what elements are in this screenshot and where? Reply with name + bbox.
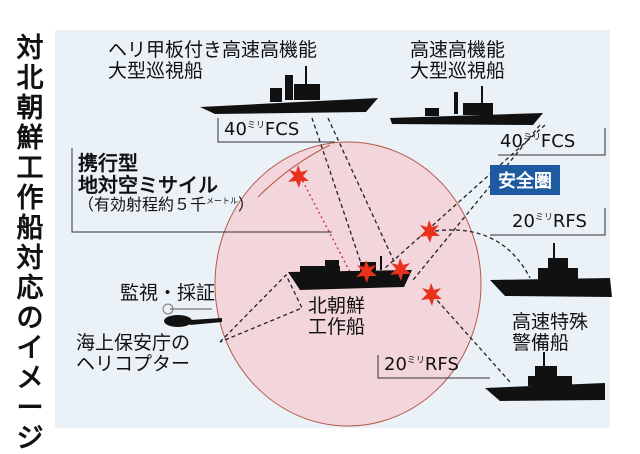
weapon-caliber: 20 <box>384 354 407 375</box>
label-line: 携行型 <box>78 151 138 175</box>
weapon-type: RFS <box>552 211 587 232</box>
title-char: 応 <box>16 273 44 304</box>
burst-icon <box>356 260 377 283</box>
weapon-label-20mm-rfs-2: 20ミリRFS <box>384 355 459 375</box>
title-char: 対 <box>16 33 44 64</box>
missile-label-frame <box>71 148 332 233</box>
label-line: 高速特殊 <box>512 311 589 333</box>
missile-range: （有効射程約５千メートル） <box>78 196 254 214</box>
surveillance-label: 監視・採証 <box>120 282 216 304</box>
heli-deck-cutter-label: ヘリ甲板付き高速高機能 大型巡視船 <box>108 40 317 82</box>
weapon-unit: ミリ <box>534 213 553 223</box>
title-char: 対 <box>16 243 44 274</box>
label-line: 高速高機能 <box>410 39 506 61</box>
ship-special-guard <box>485 352 605 401</box>
weapon-caliber: 40 <box>500 131 523 152</box>
fire-lines <box>219 117 546 383</box>
diagram-art <box>71 66 612 427</box>
weapon-type: RFS <box>424 354 459 375</box>
burst-icon <box>288 165 309 188</box>
label-line: 大型巡視船 <box>410 59 506 82</box>
weapon-caliber: 40 <box>224 119 247 140</box>
range-close: ） <box>238 195 255 214</box>
weapon-frame-4 <box>377 355 490 379</box>
title-char: イ <box>16 333 44 364</box>
label-line: ヘリコプター <box>76 352 191 375</box>
label-line: 地対空ミサイル <box>78 173 218 197</box>
title-char: ー <box>16 393 44 424</box>
label-line: 工作船 <box>308 315 366 338</box>
helicopter-icon <box>162 303 222 327</box>
safe-zone-badge: 安全圏 <box>490 165 560 195</box>
label-line: 大型巡視船 <box>108 59 204 82</box>
range-text: （有効射程約５千 <box>78 195 207 214</box>
title-char: 鮮 <box>16 123 44 154</box>
target-ship-label: 北朝鮮 工作船 <box>308 296 365 338</box>
title-char: メ <box>16 363 44 394</box>
label-line: 海上保安庁の <box>76 332 191 354</box>
fast-cutter-label: 高速高機能 大型巡視船 <box>410 40 505 82</box>
special-guard-label: 高速特殊 警備船 <box>512 312 588 354</box>
missile-leader <box>257 144 331 198</box>
weapon-frame-2 <box>498 128 606 156</box>
missile-label: 携行型 地対空ミサイル （有効射程約５千メートル） <box>78 152 254 214</box>
burst-icon <box>419 220 440 243</box>
ship-fast-cutter <box>390 86 543 125</box>
range-unit: メートル <box>206 196 239 206</box>
title-char: 工 <box>16 153 44 184</box>
weapon-label-40mm-fcs: 40ミリFCS <box>224 120 299 140</box>
burst-icon <box>390 258 411 281</box>
ship-special-guard-upper <box>490 243 612 297</box>
weapon-type: FCS <box>540 131 576 152</box>
weapon-caliber: 20 <box>512 211 535 232</box>
weapon-label-20mm-rfs: 20ミリRFS <box>512 212 587 232</box>
title-char: 朝 <box>16 93 44 124</box>
weapon-label-40mm-fcs-2: 40ミリFCS <box>500 132 575 152</box>
title-char: 作 <box>16 183 44 214</box>
burst-icon <box>421 283 442 306</box>
title-char: 北 <box>16 63 44 94</box>
weapon-unit: ミリ <box>522 133 541 143</box>
weapon-frame-3 <box>490 208 606 236</box>
label-line: 北朝鮮 <box>308 295 366 317</box>
weapon-unit: ミリ <box>246 121 265 131</box>
label-line: 警備船 <box>512 331 570 354</box>
weapon-unit: ミリ <box>406 356 425 366</box>
impact-bursts <box>288 165 442 306</box>
title-char: ジ <box>16 423 44 454</box>
ship-heli-deck-cutter <box>200 66 378 114</box>
weapon-frame-1 <box>217 118 335 143</box>
title-char: 船 <box>16 213 44 244</box>
label-line: ヘリ甲板付き高速高機能 <box>108 39 318 61</box>
helicopter-label: 海上保安庁の ヘリコプター <box>76 333 190 375</box>
missile-fire-line <box>297 171 351 273</box>
title-char: の <box>16 303 44 334</box>
diagram-title: 対北朝鮮工作船対応のイメージ <box>12 34 48 454</box>
weapon-type: FCS <box>264 119 300 140</box>
